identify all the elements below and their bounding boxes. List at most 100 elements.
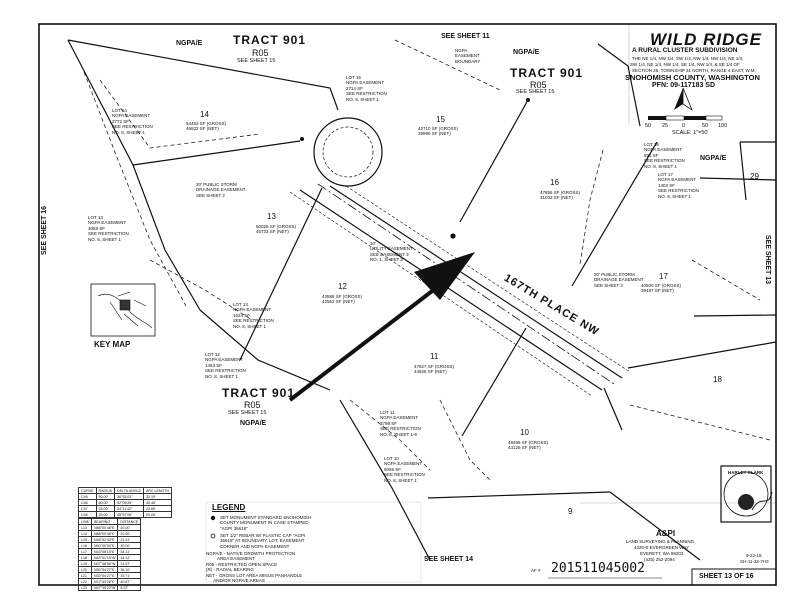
legend-item-abbreviations: NGPA/E - NATIVE GROWTH PROTECTION AREA E… (206, 551, 303, 584)
company-date: 9-22-15 (746, 553, 762, 558)
lot-29-number: 29 (750, 172, 759, 181)
lot-12-ngpa-note: LOT 12 NGPA EASEMENT 1463 SF SEE RESTRIC… (205, 352, 246, 379)
ngpa-easement-lot14 (99, 79, 261, 149)
lot-lines-dashed-east (691, 259, 761, 301)
lot-18-line (693, 314, 777, 317)
lot-10-ngpa-note: LOT 10 NGPA EASEMENT 5055 SF SEE RESTRIC… (384, 456, 425, 483)
lot-16-ngpa-note: LOT 16 NGPA EASEMENT 921 SF SEE RESTRICT… (644, 142, 685, 169)
north-arrow-icon (674, 87, 693, 112)
lot-11-10-line (461, 327, 527, 437)
table-cell: 45°57'06" (114, 511, 144, 518)
lot-17-number: 17 (659, 272, 668, 281)
lot-13-number: 13 (267, 212, 276, 221)
lot-15-number: 15 (436, 115, 445, 124)
lot-15-ngpa-note: LOT 15 NGPA EASEMENT 2714 SF SEE RESTRIC… (346, 75, 387, 102)
scale-tick: 50 (702, 123, 709, 129)
lot-14-ngpa-note: LOT 14 NGPA EASEMENT 2772 SF SEE RESTRIC… (112, 108, 153, 135)
lot-17-area: 40500 SF (GROSS) 39487 SF (NET) (641, 283, 682, 294)
legend-rebar-symbol (210, 533, 216, 539)
lot-15-16-line (459, 99, 529, 223)
key-map-icon-road (109, 291, 147, 327)
company-line: 4320-E EVERGREEN WAY (634, 545, 690, 550)
tract-see-sheet: SEE SHEET 15 (237, 58, 276, 64)
lot-11-ngpa-note: LOT 11 NGPA EASEMENT 3798 SF SEE RESTRIC… (380, 410, 421, 437)
lot-10-number: 10 (520, 428, 529, 437)
key-map-icon (97, 291, 153, 329)
legal-description-line: SW 1/4, NE 1/4, NW 1/4, SE 1/4, NW 1/4, … (630, 62, 740, 67)
company-line: EVERETT, WA 98203 (640, 551, 684, 556)
road-monument (526, 98, 530, 102)
lot-18-number: 18 (713, 375, 722, 384)
surveyor-seal-ring (723, 471, 769, 517)
cul-de-sac (313, 117, 383, 187)
county-name: SNOHOMISH COUNTY, WASHINGTON (625, 73, 760, 82)
scale-tick: 25 (662, 123, 669, 129)
legal-description-line: THE NE 1/4, NW 1/4, SW 1/4, NW 1/4, NW 1… (632, 56, 744, 61)
lot-10-area: 48495 SF (GROSS) 43125 SF (NET) (508, 440, 549, 451)
ngpa-easement-boundary-note: NGPA EASEMENT BOUNDARY (455, 48, 481, 64)
lot-16-area: 47856 SF (GROSS) 41033 SF (NET) (540, 190, 581, 201)
lot-14-area: 54453 SF (GROSS) 46632 SF (NET) (186, 121, 227, 132)
ngpa-label: NGPA/E (700, 155, 727, 162)
lot-11-number: 11 (430, 352, 439, 361)
lot-12-area: 43586 SF (GROSS) 42562 SF (NET) (322, 294, 363, 305)
road-monument (300, 137, 304, 141)
table-cell: L23 (78, 584, 92, 591)
tract-label: TRACT 901 (510, 66, 584, 80)
company-line: (425) 252-2094 (644, 557, 675, 562)
lot-lines-dashed-se (629, 404, 771, 441)
lot-12-number: 12 (338, 282, 347, 291)
tract-901-west-boundary (67, 39, 339, 111)
lot-16-17-line (571, 141, 658, 287)
surveyor-seal-icon (720, 465, 773, 523)
ngpa-easement-lot10 (439, 399, 491, 481)
curve-table-header: CURVE RADIUS DELTA ANGLE ARC LENGTH (78, 487, 173, 494)
legend-item-rebar: SET 1/2" REBAR W/ PLASTIC CAP "AGPI 3661… (220, 533, 306, 549)
scale-bar-segment (648, 116, 666, 120)
storm-drainage-easement-note: 20' PUBLIC STORM DRAINAGE EASEMENT SEE S… (594, 272, 644, 288)
subdivision-subtitle: A RURAL CLUSTER SUBDIVISION (632, 47, 738, 54)
lot-17-18-line (627, 341, 777, 369)
lot-11-area: 47627 SF (GROSS) 44825 SF (NET) (414, 364, 455, 375)
road-south-edge (299, 189, 603, 391)
scale-bar-segment (705, 115, 723, 121)
see-sheet-left: SEE SHEET 16 (41, 205, 48, 255)
sheet-number: SHEET 13 OF 16 (699, 573, 754, 580)
ngpa-label: NGPA/E (240, 420, 267, 427)
key-map-frame (90, 283, 156, 337)
ngpa-label: NGPA/E (176, 40, 203, 47)
lot-9-number: 9 (568, 507, 573, 516)
arrow-head (414, 252, 475, 300)
scale-tick: 0 (682, 123, 686, 129)
lot-10-east-line (603, 387, 623, 431)
see-sheet-bottom: SEE SHEET 14 (424, 556, 474, 563)
table-cell: 25.00' (95, 511, 116, 518)
parcel-lines (67, 39, 777, 561)
cul-de-sac-inner (322, 126, 374, 178)
company-line: LAND SURVEYING & PLANNING (626, 539, 695, 544)
scale-tick: 100 (718, 123, 728, 129)
surveyor-seal-center (738, 494, 754, 510)
ngpa-easement-west (83, 71, 187, 307)
lot-14-13-line (132, 140, 301, 166)
tract-label: TRACT 901 (233, 33, 307, 47)
road-right-of-way-north (345, 185, 631, 373)
lot-13-ngpa-note-b: LOT 13 NGPA EASEMENT 1524 SF SEE RESTRIC… (233, 302, 274, 329)
ngpa-easement-lot11 (349, 399, 431, 471)
table-cell: N47°35'22"W (90, 584, 119, 591)
tract-sub-label: R05 (530, 80, 547, 90)
see-sheet-right: SEE SHEET 13 (764, 235, 771, 285)
tract-901-east-line (597, 43, 641, 127)
lot-14-boundary (67, 39, 201, 311)
tract-sub-label: R05 (244, 400, 261, 410)
lot-17-east-line (699, 177, 777, 181)
legend-title: LEGEND (212, 503, 246, 512)
sheet-number-box (691, 568, 777, 586)
sheet-border (38, 23, 777, 586)
scale-bar-segment (665, 115, 685, 121)
scale-bar-segment (684, 116, 706, 120)
lot-17-ngpa-note: LOT 17 NGPA EASEMENT 1403 SF SEE RESTRIC… (658, 172, 699, 199)
lot-13-area: 50026 SF (GROSS) 45733 SF (NET) (256, 224, 297, 235)
tract-see-sheet: SEE SHEET 15 (228, 410, 267, 416)
